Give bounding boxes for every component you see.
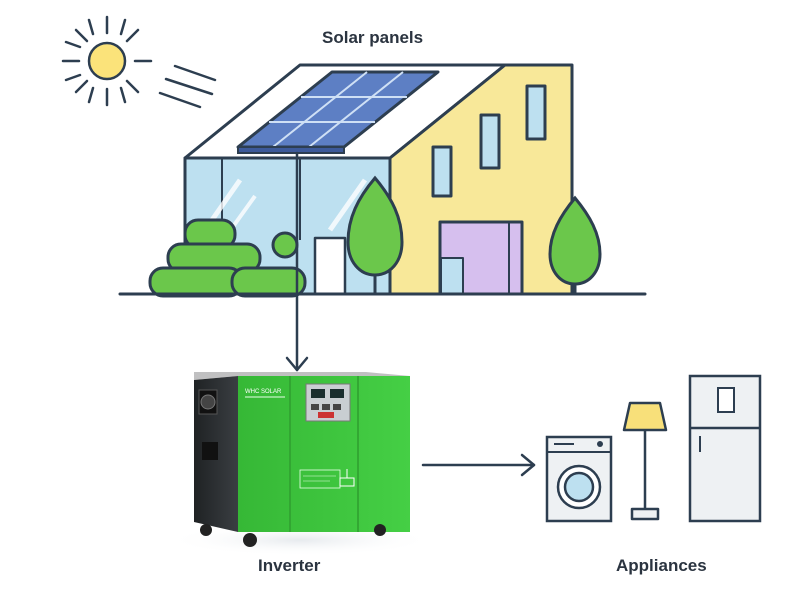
inverter-brand-text: WHC SOLAR: [245, 389, 282, 395]
inverter-icon: WHC SOLAR: [165, 372, 435, 556]
tree-icon: [548, 195, 602, 294]
tree-icon: [346, 175, 404, 294]
refrigerator-icon: [688, 374, 762, 523]
panel-to-inverter-arrow: [285, 151, 309, 372]
sun-icon: [61, 15, 153, 107]
appliances-label: Appliances: [616, 556, 707, 575]
sun-rays-lines: [158, 64, 217, 109]
washing-machine-icon: [545, 435, 613, 523]
bush-icon: [148, 218, 307, 298]
solar-panels-label: Solar panels: [322, 28, 424, 47]
floor-lamp-icon: [622, 401, 668, 521]
inverter-to-appliances-arrow: [421, 453, 536, 477]
solar-panel-icon: [236, 70, 440, 154]
inverter-label: Inverter: [258, 556, 321, 575]
